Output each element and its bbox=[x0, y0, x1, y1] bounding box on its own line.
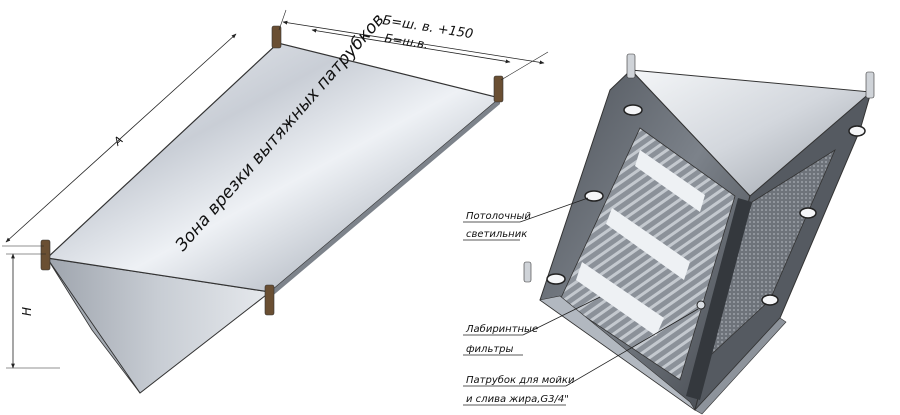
callout-3-line-2: и слива жира,G3/4" bbox=[466, 394, 569, 405]
dim-outer-ext-right bbox=[500, 51, 549, 81]
drain-nozzle bbox=[696, 300, 706, 310]
right-hood-bottom-left-edge bbox=[539, 295, 696, 411]
ceiling-light-3 bbox=[546, 273, 566, 285]
callout-3-leader bbox=[565, 308, 699, 387]
right-hood-view: Потолочный светильник Лабиринтные фильтр… bbox=[463, 53, 875, 415]
callout-2-line-2: фильтры bbox=[466, 344, 514, 355]
central-ridge bbox=[686, 198, 752, 400]
dim-length-line bbox=[5, 33, 237, 243]
filter-gap-strip-2 bbox=[606, 208, 690, 280]
dim-inner-label: Б=ш.в. bbox=[384, 31, 430, 52]
dim-outer-ext-left bbox=[278, 9, 287, 31]
callout-1-line-1: Потолочный bbox=[466, 211, 531, 222]
ceiling-light-4 bbox=[848, 125, 866, 137]
left-bracket-front-right bbox=[264, 284, 275, 316]
right-bracket-bottom-left bbox=[523, 261, 532, 283]
left-bracket-back-left bbox=[271, 25, 282, 49]
left-hood-top-edge bbox=[270, 98, 500, 298]
right-hood-bottom-right-edge bbox=[694, 317, 787, 415]
left-hood-top-sheet bbox=[45, 42, 502, 293]
filter-gap-strip-1 bbox=[635, 150, 705, 212]
ceiling-light-1 bbox=[623, 104, 643, 116]
filter-gap-strip-3 bbox=[576, 262, 664, 336]
right-bracket-top-right bbox=[865, 71, 875, 99]
ceiling-light-5 bbox=[799, 207, 817, 219]
callout-2-leader bbox=[522, 296, 601, 336]
callout-3-line-1: Патрубок для мойки bbox=[466, 374, 575, 386]
left-hood-view: Б=ш. в. +150 Б=ш.в. А Н Зона врезки вытя… bbox=[2, 9, 549, 394]
callout-2-line-1: Лабиринтные bbox=[465, 323, 538, 335]
left-bracket-front-left bbox=[40, 239, 51, 271]
callout-1-leader bbox=[519, 197, 589, 223]
ceiling-light-2 bbox=[584, 190, 604, 202]
right-bracket-top-left bbox=[626, 53, 636, 79]
left-hood-side-panel bbox=[46, 257, 141, 394]
dim-inner-line bbox=[311, 28, 511, 64]
ceiling-light-6 bbox=[761, 294, 779, 306]
left-bracket-back-right bbox=[493, 75, 504, 103]
callout-1-line-2: светильник bbox=[466, 229, 527, 240]
dim-height-label: Н bbox=[20, 307, 34, 316]
